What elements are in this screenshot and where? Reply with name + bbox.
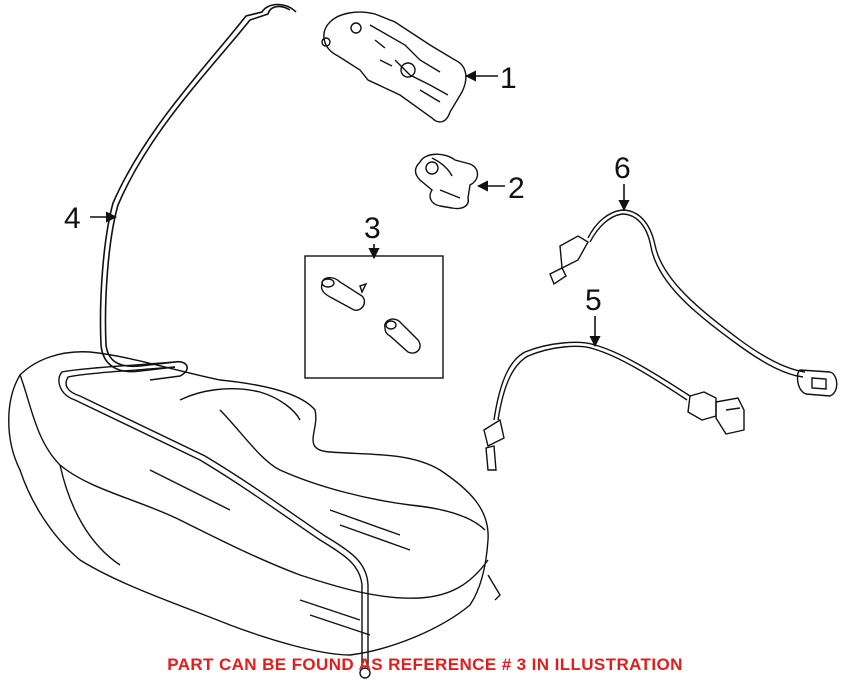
footer-note: PART CAN BE FOUND AS REFERENCE # 3 IN IL… bbox=[167, 655, 683, 674]
sensor-part-6 bbox=[549, 209, 838, 397]
callout-6: 6 bbox=[614, 152, 631, 185]
callout-leaders bbox=[90, 70, 630, 348]
sensor-part-5 bbox=[483, 341, 745, 471]
valve-part-2 bbox=[414, 153, 479, 210]
callout-5: 5 bbox=[585, 284, 602, 317]
callout-1: 1 bbox=[500, 62, 517, 95]
vent-hose-part-4 bbox=[99, 3, 297, 381]
kit-box-part-3 bbox=[304, 255, 444, 379]
tank-line bbox=[58, 361, 371, 679]
callout-4: 4 bbox=[64, 202, 81, 235]
callout-3: 3 bbox=[364, 212, 381, 245]
callout-2: 2 bbox=[508, 172, 525, 205]
fuel-tank bbox=[8, 351, 501, 656]
bracket-part-1 bbox=[321, 11, 467, 123]
